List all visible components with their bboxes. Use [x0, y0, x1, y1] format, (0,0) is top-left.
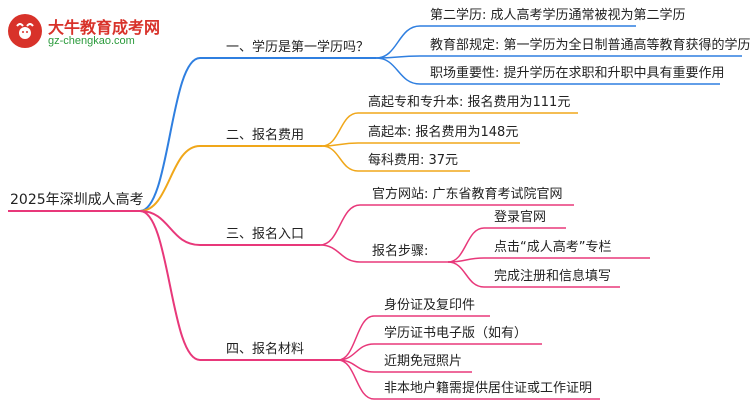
bull-logo-icon	[8, 14, 42, 48]
branch-4-child-2: 学历证书电子版（如有）	[384, 326, 528, 341]
branch-1-child-1: 第二学历: 成人高考学历通常被视为第二学历	[430, 8, 686, 23]
branch-3-child-1: 官方网站: 广东省教育考试院官网	[372, 187, 563, 202]
branch-4-link	[139, 210, 338, 361]
branch-1-label: 一、学历是第一学历吗？	[226, 40, 370, 55]
branch-3-child-2-link	[319, 244, 448, 263]
branch-3-label: 三、报名入口	[226, 227, 305, 242]
branch-2-label: 二、报名费用	[226, 128, 305, 143]
branch-2-child-3: 每科费用: 37元	[368, 153, 459, 168]
branch-2-child-3-link	[321, 145, 470, 172]
branch-2-child-1-link	[321, 112, 578, 147]
branch-3-step-2-link	[447, 257, 650, 263]
branch-3-child-2: 报名步骤:	[372, 244, 429, 259]
branch-1-child-2-link	[375, 55, 742, 59]
branch-1-child-3-link	[375, 57, 720, 85]
branch-4-child-4: 非本地户籍需提供居住证或工作证明	[384, 381, 593, 396]
logo-url: gz-chengkao.com	[48, 35, 135, 47]
branch-1-child-2: 教育部规定: 第一学历为全日制普通高等教育获得的学历	[430, 38, 750, 53]
branch-4-child-4-link	[337, 359, 600, 400]
branch-4-child-1-link	[337, 315, 490, 361]
branch-2-child-2: 高起本: 报名费用为148元	[368, 125, 519, 140]
branch-2-link	[139, 145, 322, 212]
site-logo: 大牛教育成考网 gz-chengkao.com	[8, 14, 161, 54]
branch-2-child-2-link	[321, 142, 520, 147]
branch-3-child-1-link	[319, 204, 574, 246]
branch-4-child-1: 身份证及复印件	[384, 298, 476, 313]
branch-3-step-1: 登录官网	[494, 210, 547, 225]
branch-3-step-3: 完成注册和信息填写	[494, 269, 612, 284]
branch-2-child-1: 高起专和专升本: 报名费用为111元	[368, 95, 571, 110]
branch-4-child-2-link	[337, 343, 542, 361]
branch-3-step-3-link	[447, 261, 620, 288]
logo-title: 大牛教育成考网	[48, 18, 161, 37]
branch-4-label: 四、报名材料	[226, 342, 305, 357]
branch-3-link	[139, 210, 320, 246]
root-node: 2025年深圳成人高考	[10, 192, 144, 208]
branch-4-child-3: 近期免冠照片	[384, 354, 463, 369]
branch-3-step-1-link	[447, 227, 566, 263]
branch-3-step-2: 点击“成人高考”专栏	[494, 240, 612, 255]
branch-1-link	[139, 57, 376, 212]
branch-1-child-1-link	[375, 25, 636, 59]
branch-1-child-3: 职场重要性: 提升学历在求职和升职中具有重要作用	[430, 66, 725, 81]
